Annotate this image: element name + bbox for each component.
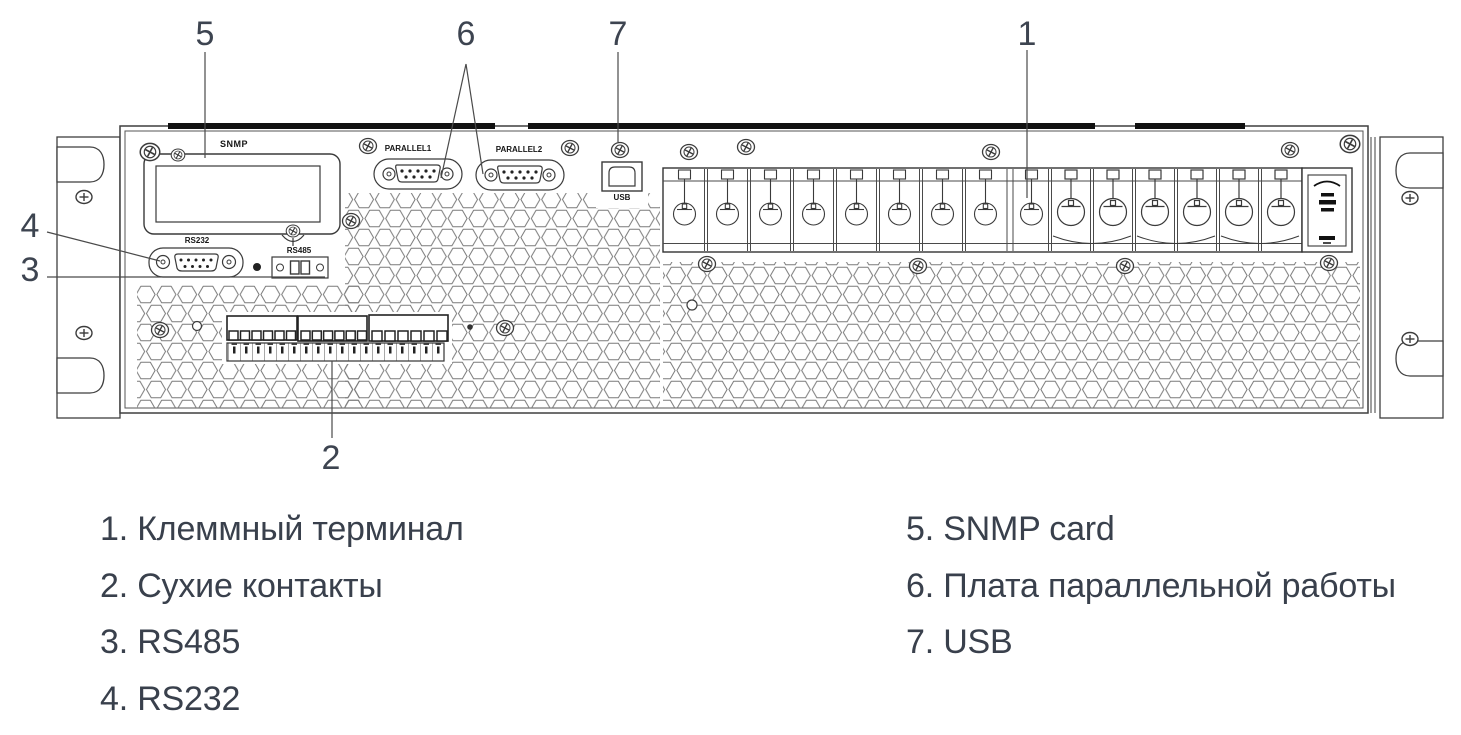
legend-item-6: 6. Плата параллельной работы — [906, 566, 1396, 605]
legend-item-2: 2. Сухие контакты — [100, 566, 383, 605]
legend-item-1: 1. Клеммный терминал — [100, 510, 464, 548]
callout-2: 2 — [322, 439, 341, 477]
screw — [981, 143, 1001, 161]
dry-contact-terminals — [228, 330, 448, 342]
rs232-port — [148, 247, 244, 278]
snmp-label: SNMP — [220, 139, 248, 149]
usb-label: USB — [614, 193, 631, 202]
terminal-block — [662, 167, 1303, 253]
screw — [697, 255, 717, 273]
legend-item-5: 5. SNMP card — [906, 510, 1115, 548]
callout-4: 4 — [21, 207, 40, 245]
screw — [341, 212, 361, 230]
parallel2-label: PARALLEL2 — [496, 145, 543, 154]
legend-left-column: 1. Клеммный терминал 2. Сухие контакты 3… — [100, 501, 464, 727]
right-rack-ear — [1370, 136, 1444, 419]
parallel1-label: PARALLEL1 — [385, 144, 432, 153]
screw — [139, 142, 161, 162]
screw — [75, 189, 93, 205]
usb-port — [601, 161, 643, 192]
rs232-label: RS232 — [185, 236, 210, 245]
screw — [1115, 257, 1135, 275]
screw — [150, 321, 170, 339]
right-cover-panel — [1301, 167, 1353, 253]
callout-5: 5 — [196, 15, 215, 53]
legend-item-4: 4. RS232 — [100, 679, 241, 718]
terminal-dividers — [704, 168, 1262, 252]
screw — [560, 139, 580, 157]
screw — [285, 224, 301, 238]
legend-right-column: 5. SNMP card 6. Плата параллельной работ… — [906, 501, 1396, 671]
screw — [908, 257, 928, 275]
vent-hole — [686, 299, 698, 311]
screw — [1280, 141, 1300, 159]
rs485-label: RS485 — [287, 246, 312, 255]
screw — [736, 138, 756, 156]
leader-6 — [440, 63, 484, 179]
screw — [358, 137, 378, 155]
callout-6: 6 — [457, 15, 476, 53]
screw — [495, 319, 515, 337]
callout-leaders — [46, 50, 1028, 438]
dry-contacts — [222, 312, 452, 364]
status-led — [253, 263, 261, 271]
rear-panel-diagram: SNMP RS232 RS485 PARALLEL1 PARALLEL2 USB — [21, 15, 1444, 477]
screw — [1319, 254, 1339, 272]
dry-contact-label-strip — [226, 342, 445, 362]
top-edge-bar — [168, 123, 1245, 129]
rivet — [467, 324, 473, 330]
vent-hex-pattern — [137, 193, 1360, 408]
panel-screws — [139, 134, 1361, 339]
screw — [1401, 331, 1419, 347]
parallel-port-2 — [475, 159, 565, 191]
legend-item-3: 3. RS485 — [100, 623, 241, 661]
screw — [170, 148, 186, 162]
screw — [1401, 190, 1419, 206]
screw — [1339, 134, 1361, 154]
screw — [679, 143, 699, 161]
leader-4 — [46, 231, 161, 262]
callout-1: 1 — [1018, 15, 1037, 53]
legend-item-7: 7. USB — [906, 623, 1013, 661]
callout-3: 3 — [21, 251, 40, 289]
rs485-port — [271, 238, 329, 279]
snmp-card-slot — [143, 148, 341, 243]
callout-7: 7 — [609, 15, 628, 53]
vent-hole — [191, 320, 203, 332]
wire-guides — [1052, 235, 1300, 244]
screw — [75, 325, 93, 341]
screw — [610, 141, 630, 159]
parallel-port-1 — [373, 158, 463, 190]
